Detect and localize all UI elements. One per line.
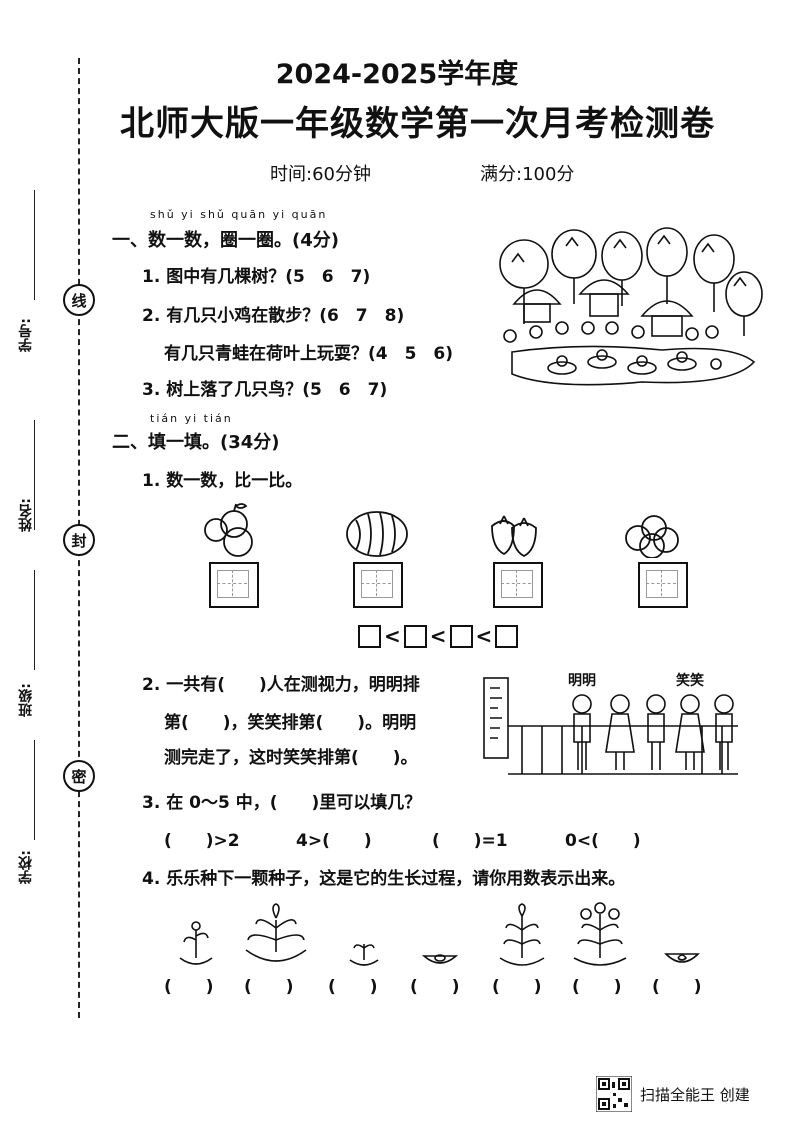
watermelon-icon bbox=[346, 511, 408, 557]
class-line bbox=[34, 570, 35, 670]
s1-question-2a: 2. 有几只小鸡在散步？(6 7 8) bbox=[142, 306, 405, 326]
student-id-label: 学号: bbox=[18, 318, 34, 352]
name-label: 姓名: bbox=[18, 498, 34, 532]
compare-square-2[interactable] bbox=[403, 624, 427, 648]
s2-question-2-line3: 测完走了，这时笑笑排第( )。 bbox=[164, 748, 418, 768]
section1-title: 一、数一数，圈一圈。(4分) bbox=[112, 230, 339, 251]
growth-answer-7[interactable]: ( ) bbox=[652, 977, 702, 997]
seal-char-feng: 封 bbox=[63, 524, 95, 556]
section1-pinyin: shǔ yi shǔ quān yi quān bbox=[150, 208, 328, 221]
s2-question-2-line1: 2. 一共有( )人在测视力，明明排 bbox=[142, 675, 420, 695]
compare-row: < < < bbox=[358, 624, 519, 648]
plant-growth-illustration bbox=[179, 902, 700, 966]
growth-answer-6[interactable]: ( ) bbox=[572, 977, 622, 997]
s2-question-4: 4. 乐乐种下一颗种子，这是它的生长过程，请你用数表示出来。 bbox=[142, 869, 626, 889]
growth-answer-3[interactable]: ( ) bbox=[328, 977, 378, 997]
s2-q3-item-3[interactable]: ( )=1 bbox=[432, 831, 508, 851]
answer-box-apples[interactable] bbox=[209, 562, 259, 608]
peaches-icon bbox=[625, 515, 679, 558]
s1-question-3: 3. 树上落了几只鸟？(5 6 7) bbox=[142, 380, 388, 400]
label-xiaoxiao: 笑笑 bbox=[676, 673, 704, 689]
school-year: 2024-2025学年度 bbox=[275, 59, 519, 90]
s2-q3-item-4[interactable]: 0<( ) bbox=[565, 831, 641, 851]
less-than-icon: < bbox=[384, 624, 401, 648]
section2-pinyin: tián yi tián bbox=[150, 412, 233, 425]
seal-char-xian: 线 bbox=[63, 284, 95, 316]
label-mingming: 明明 bbox=[568, 673, 596, 689]
compare-square-3[interactable] bbox=[449, 624, 473, 648]
s1-question-1: 1. 图中有几棵树？(5 6 7) bbox=[142, 267, 371, 287]
growth-answer-5[interactable]: ( ) bbox=[492, 977, 542, 997]
forest-scene-illustration bbox=[499, 227, 763, 386]
answer-box-strawberries[interactable] bbox=[493, 562, 543, 608]
exam-time: 时间:60分钟 bbox=[270, 164, 371, 185]
answer-box-peaches[interactable] bbox=[638, 562, 688, 608]
s2-question-2-line2: 第( )，笑笑排第( )。明明 bbox=[164, 713, 417, 733]
school-line bbox=[34, 740, 35, 840]
s1-question-2b: 有几只青蛙在荷叶上玩耍？(4 5 6) bbox=[164, 344, 454, 364]
s2-question-1: 1. 数一数，比一比。 bbox=[142, 471, 303, 491]
qr-code-icon bbox=[596, 1076, 632, 1112]
exam-title: 北师大版一年级数学第一次月考检测卷 bbox=[120, 104, 715, 144]
student-id-line bbox=[34, 190, 35, 300]
scanner-watermark: 扫描全能王 创建 bbox=[640, 1086, 750, 1104]
growth-answer-4[interactable]: ( ) bbox=[410, 977, 460, 997]
seal-char-mi: 密 bbox=[63, 760, 95, 792]
exam-score: 满分:100分 bbox=[480, 164, 575, 185]
answer-box-watermelon[interactable] bbox=[353, 562, 403, 608]
compare-square-1[interactable] bbox=[358, 624, 381, 648]
s2-question-3: 3. 在 0～5 中，( )里可以填几？ bbox=[142, 793, 422, 813]
strawberries-icon bbox=[491, 515, 537, 558]
eye-test-queue-illustration bbox=[483, 677, 738, 775]
less-than-icon: < bbox=[429, 624, 447, 648]
section2-title: 二、填一填。(34分) bbox=[112, 432, 280, 453]
name-line bbox=[34, 420, 35, 530]
s2-q3-item-2[interactable]: 4>( ) bbox=[296, 831, 372, 851]
class-label: 班级: bbox=[18, 683, 34, 717]
school-label: 学校: bbox=[18, 850, 34, 884]
s2-q3-item-1[interactable]: ( )>2 bbox=[164, 831, 240, 851]
less-than-icon: < bbox=[475, 624, 493, 648]
growth-answer-1[interactable]: ( ) bbox=[164, 977, 214, 997]
compare-square-4[interactable] bbox=[495, 624, 519, 648]
apples-icon bbox=[204, 503, 253, 557]
growth-answer-2[interactable]: ( ) bbox=[244, 977, 294, 997]
